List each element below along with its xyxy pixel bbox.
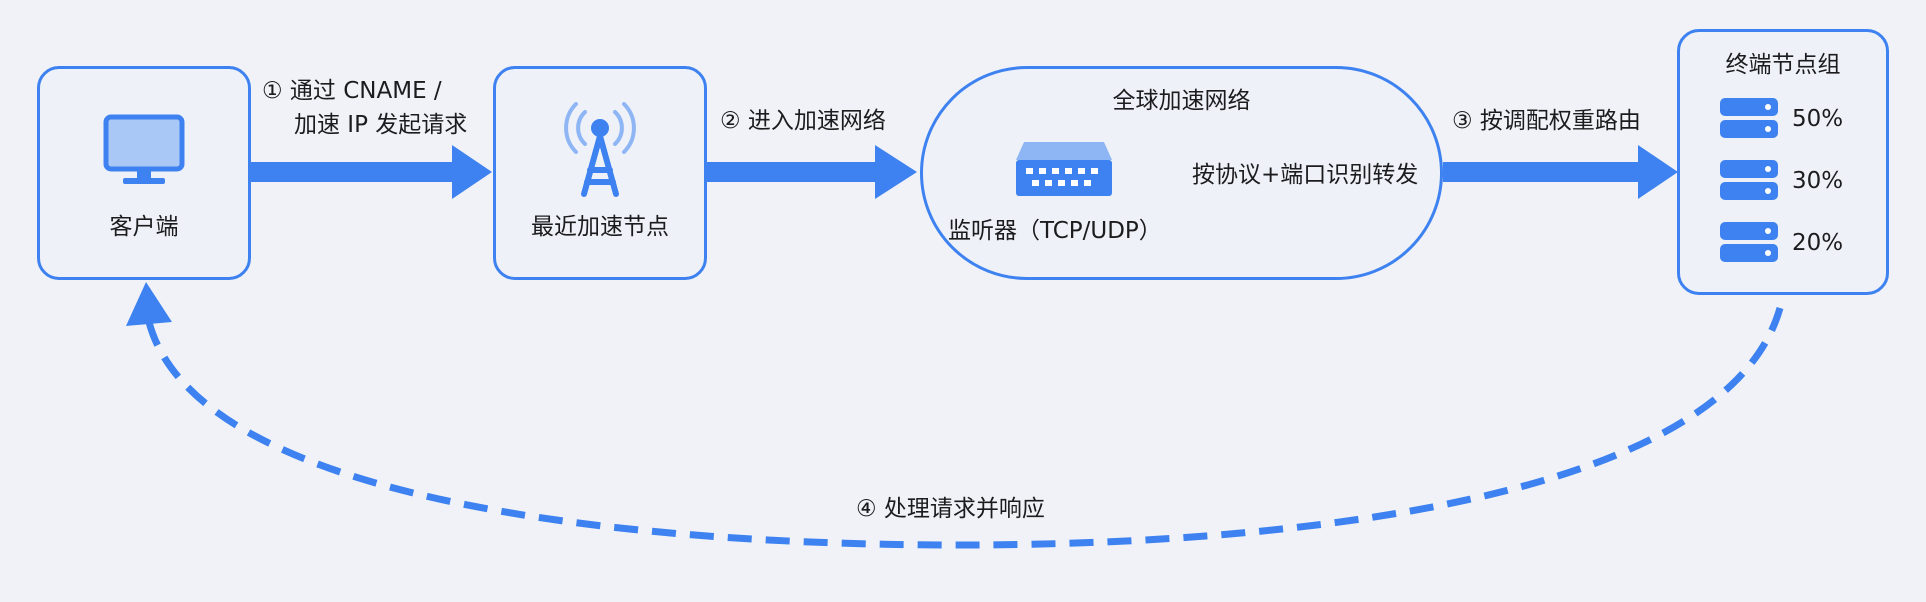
step-4-label: ④ 处理请求并响应 — [856, 496, 1045, 522]
client-label: 客户端 — [109, 214, 179, 240]
endpoint-group-title: 终端节点组 — [1725, 52, 1841, 78]
arrow-client-to-edge — [248, 145, 492, 199]
server-icon — [1720, 160, 1778, 200]
arrow-edge-to-network — [707, 145, 917, 199]
server-icon — [1720, 222, 1778, 262]
step-1-label-line1: ① 通过 CNAME / — [262, 78, 442, 104]
endpoint-weight: 20% — [1792, 230, 1844, 256]
arrow-return-response — [126, 282, 1784, 549]
monitor-icon — [103, 114, 185, 184]
edge-label: 最近加速节点 — [531, 214, 669, 240]
network-title: 全球加速网络 — [1112, 88, 1251, 114]
step-1-label-line2: 加速 IP 发起请求 — [294, 112, 468, 138]
listener-label: 监听器（TCP/UDP） — [948, 218, 1162, 244]
endpoint-weight: 30% — [1792, 168, 1844, 194]
arrow-network-to-endpoints — [1443, 145, 1678, 199]
network-switch-icon — [1016, 142, 1112, 196]
antenna-icon — [564, 102, 636, 197]
endpoint-weight: 50% — [1792, 106, 1844, 132]
step-2-label: ② 进入加速网络 — [720, 108, 886, 134]
forward-rule-label: 按协议+端口识别转发 — [1192, 162, 1419, 188]
step-3-label: ③ 按调配权重路由 — [1452, 108, 1641, 134]
global-network-node — [920, 66, 1443, 280]
server-icon — [1720, 98, 1778, 138]
endpoint-group-node — [1677, 29, 1889, 295]
